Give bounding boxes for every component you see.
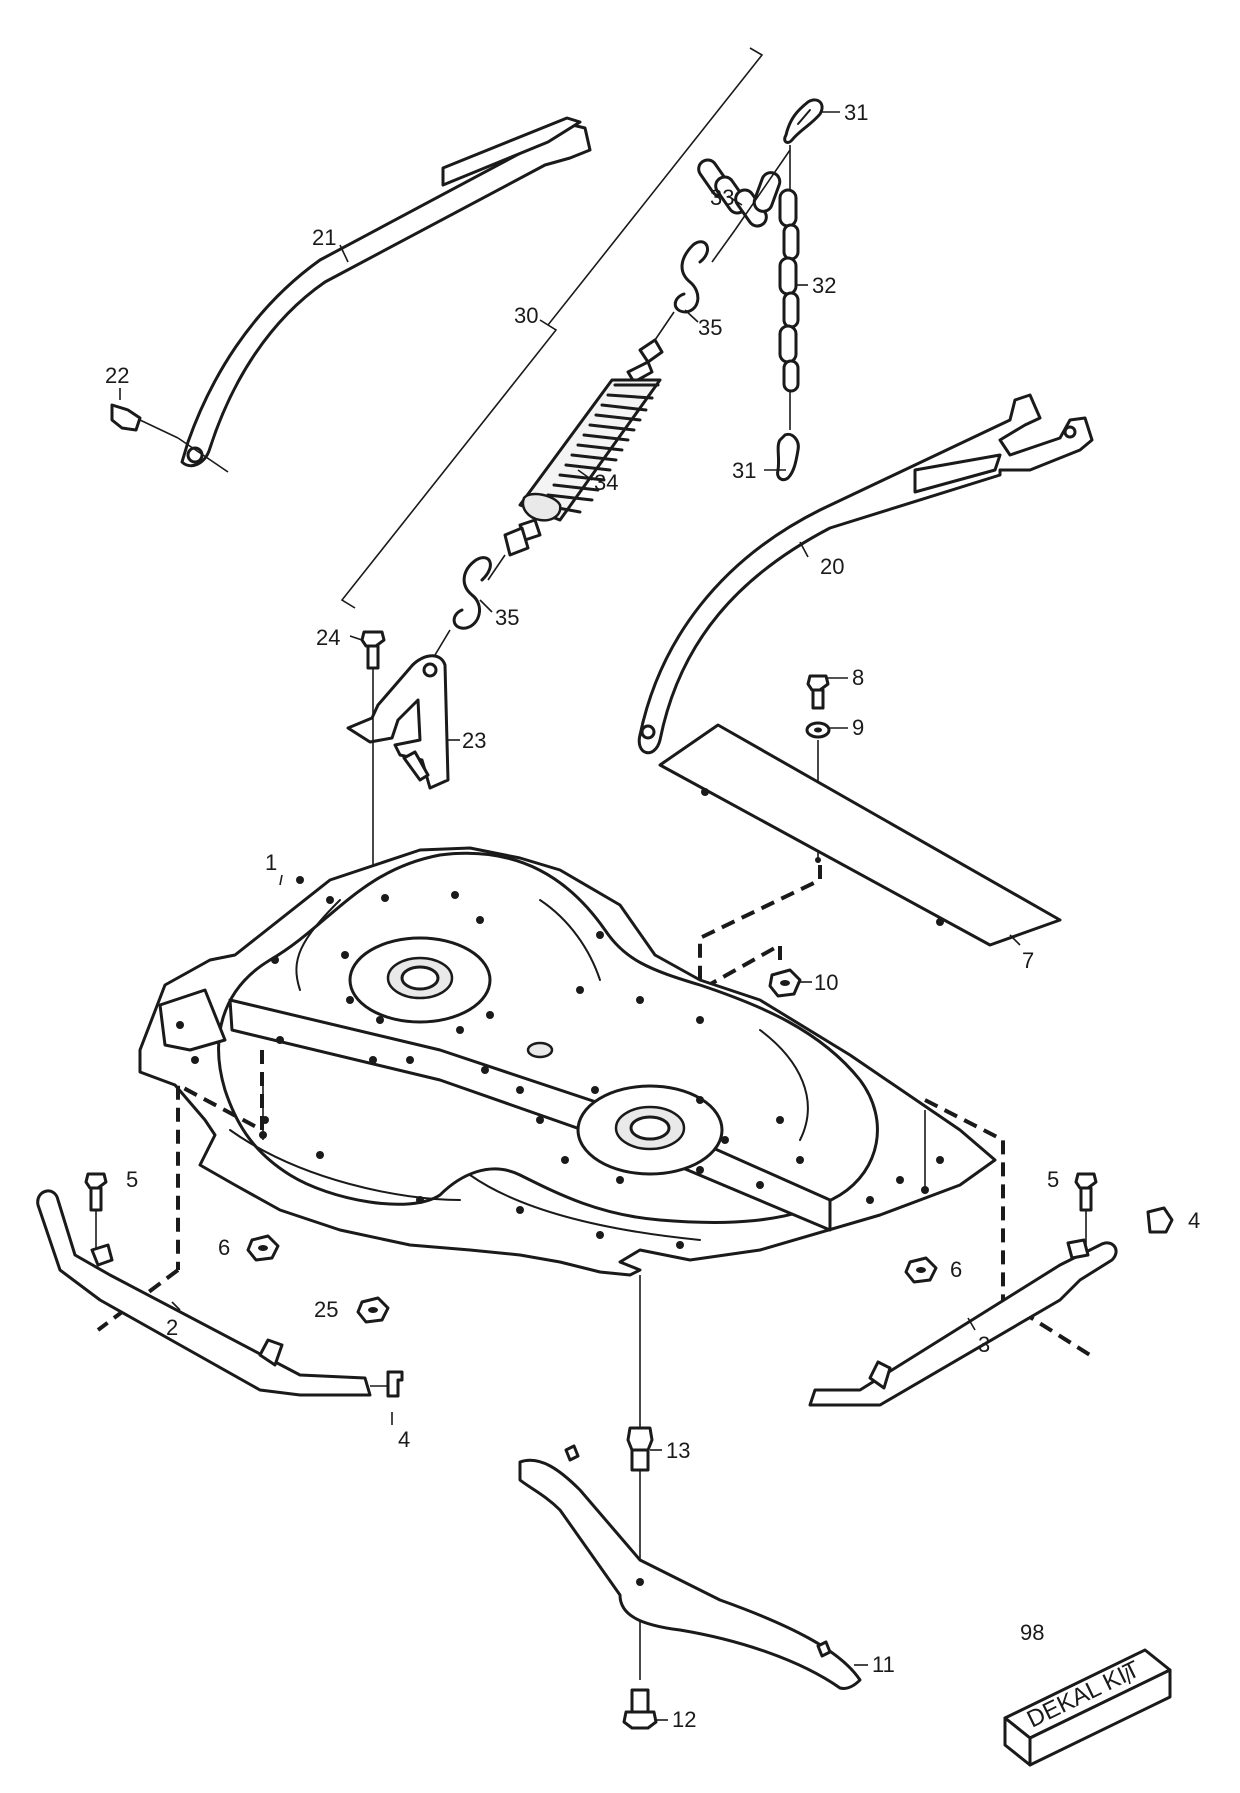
- callout-21: 21: [312, 225, 336, 250]
- leader-lines: [119, 111, 1131, 1721]
- plate-7: [658, 723, 1062, 947]
- callout-6-right: 6: [950, 1257, 962, 1282]
- nut-6-right: [904, 1256, 938, 1284]
- callout-13: 13: [666, 1438, 690, 1463]
- callout-5-left: 5: [126, 1167, 138, 1192]
- callout-4-right: 4: [1188, 1208, 1200, 1233]
- callout-30: 30: [514, 303, 538, 328]
- cap-4-right: [1146, 1206, 1174, 1234]
- callout-4-left: 4: [398, 1427, 410, 1452]
- callout-20: 20: [820, 554, 844, 579]
- chain-hook-31-top: [783, 98, 824, 144]
- dashed-guides-plate: [698, 865, 822, 992]
- bumper-2: [36, 1189, 372, 1397]
- nut-6-left: [246, 1234, 280, 1262]
- skid-11: [518, 1444, 862, 1690]
- callout-35-lower: 35: [495, 605, 519, 630]
- spring-34: [503, 338, 664, 557]
- callout-23: 23: [462, 728, 486, 753]
- bumper-3: [808, 1238, 1118, 1407]
- callout-10: 10: [814, 970, 838, 995]
- nut-25: [356, 1296, 390, 1324]
- bolt-5-left: [84, 1172, 108, 1250]
- callout-labels: 31 33 32 35 30 21 22 34 31 20 35 24 8 9 …: [105, 100, 1200, 1732]
- pin-22: [110, 403, 179, 439]
- callout-31-bottom: 31: [732, 458, 756, 483]
- callout-9: 9: [852, 715, 864, 740]
- bolt-8: [806, 674, 830, 710]
- chain-33: [697, 149, 791, 231]
- s-hook-35-upper: [654, 229, 736, 341]
- lift-arm-20: [637, 393, 1094, 754]
- cap-4-left: [370, 1370, 404, 1398]
- bolt-12: [622, 1688, 658, 1730]
- callout-12: 12: [672, 1707, 696, 1732]
- callout-98: 98: [1020, 1620, 1044, 1645]
- callout-7: 7: [1022, 948, 1034, 973]
- decal-kit-98: DEKAL KIT: [1003, 1648, 1172, 1767]
- callout-22: 22: [105, 363, 129, 388]
- callout-35-upper: 35: [698, 315, 722, 340]
- chain-hook-31-bottom: [776, 432, 800, 482]
- bracket-23: [346, 654, 450, 790]
- bolt-5-right: [1074, 1172, 1098, 1245]
- callout-11: 11: [872, 1652, 895, 1677]
- callout-25: 25: [314, 1297, 338, 1322]
- callout-32: 32: [812, 273, 836, 298]
- callout-31-top: 31: [844, 100, 868, 125]
- callout-3: 3: [978, 1332, 990, 1357]
- callout-34: 34: [594, 470, 618, 495]
- lift-arm-21: [177, 116, 592, 473]
- callout-5-right: 5: [1047, 1167, 1059, 1192]
- callout-1: 1: [265, 850, 277, 875]
- callout-6-left: 6: [218, 1235, 230, 1260]
- callout-24: 24: [316, 625, 340, 650]
- callout-8: 8: [852, 665, 864, 690]
- s-hook-35-lower: [434, 554, 506, 656]
- callout-2: 2: [166, 1315, 178, 1340]
- mower-deck-1: [138, 846, 997, 1277]
- group-bracket-30: [340, 47, 764, 609]
- nut-10: [768, 968, 802, 998]
- callout-33: 33: [710, 185, 734, 210]
- chain-32: [778, 145, 800, 430]
